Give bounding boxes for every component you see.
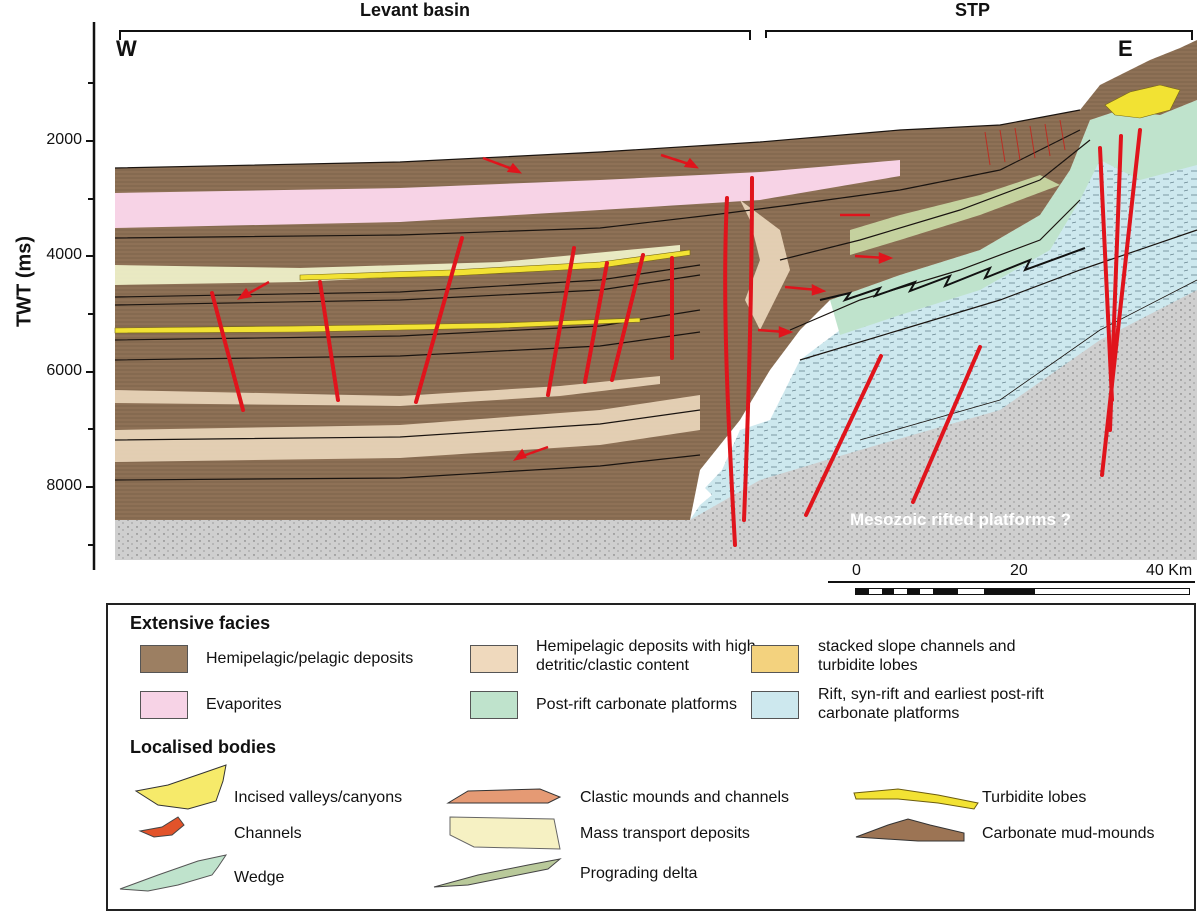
y-tick-8000: 8000 xyxy=(46,477,82,494)
swatch-detritic xyxy=(470,645,518,673)
scale-label-20: 20 xyxy=(1010,562,1028,579)
legend-wedge: Wedge xyxy=(234,869,285,886)
legend-mass-transport: Mass transport deposits xyxy=(580,825,750,842)
legend-detritic-line2: detritic/clastic content xyxy=(536,657,689,674)
glyph-clastic-mounds xyxy=(446,788,562,804)
legend: Extensive facies Hemipelagic/pelagic dep… xyxy=(106,603,1196,911)
legend-turbidite-lobes: Turbidite lobes xyxy=(982,789,1087,806)
legend-hemipelagic: Hemipelagic/pelagic deposits xyxy=(206,650,414,667)
glyph-wedge xyxy=(119,854,228,892)
scale-label-40: 40 Km xyxy=(1146,562,1193,579)
seismic-cross-section xyxy=(86,22,1198,570)
compass-east: E xyxy=(1118,36,1133,61)
legend-detritic: Hemipelagic deposits with high detritic/… xyxy=(536,637,756,675)
scale-bar xyxy=(855,588,1190,595)
legend-slope-channels: stacked slope channels and turbidite lob… xyxy=(818,637,1015,675)
glyph-turbidite-lobes xyxy=(853,788,979,810)
y-tick-4000: 4000 xyxy=(46,246,82,263)
swatch-hemipelagic xyxy=(140,645,188,673)
scale-line xyxy=(828,581,1195,583)
carbonate-front xyxy=(819,247,1086,302)
movement-arrows xyxy=(237,153,894,461)
legend-rift-line1: Rift, syn-rift and earliest post-rift xyxy=(818,686,1044,703)
header-levant-basin: Levant basin xyxy=(360,0,471,20)
legend-prograding-delta: Prograding delta xyxy=(580,865,698,882)
localised-glyphs xyxy=(119,764,979,892)
swatch-evaporites xyxy=(140,691,188,719)
legend-evaporites: Evaporites xyxy=(206,696,282,713)
legend-extensive-title: Extensive facies xyxy=(130,613,271,633)
glyph-carbonate-mud-mounds xyxy=(855,818,965,842)
legend-detritic-line1: Hemipelagic deposits with high xyxy=(536,638,756,655)
header-brackets xyxy=(119,30,1193,40)
compass-west: W xyxy=(116,36,137,61)
legend-localised-title: Localised bodies xyxy=(130,737,277,757)
legend-slope-line2: turbidite lobes xyxy=(818,657,918,674)
y-axis xyxy=(86,22,96,570)
turbidite-lobes xyxy=(114,84,1181,334)
swatch-rift xyxy=(751,691,799,719)
glyph-incised-valley xyxy=(134,764,227,810)
header-stp: STP xyxy=(955,0,991,20)
scale-label-0: 0 xyxy=(852,562,861,579)
minor-faults xyxy=(984,119,1066,166)
y-tick-6000: 6000 xyxy=(46,362,82,379)
horizons xyxy=(114,109,1198,481)
legend-rift-line2: carbonate platforms xyxy=(818,705,960,722)
glyph-prograding-delta xyxy=(433,858,562,888)
evaporite-unit xyxy=(115,160,900,228)
swatch-slope-channels xyxy=(751,645,799,673)
glyph-mass-transport xyxy=(449,816,561,850)
legend-slope-line1: stacked slope channels and xyxy=(818,638,1016,655)
legend-channels: Channels xyxy=(234,825,302,842)
annotation-mesozoic: Mesozoic rifted platforms ? xyxy=(850,510,1072,529)
faults xyxy=(210,128,1142,547)
legend-carbonate-mud-mounds: Carbonate mud-mounds xyxy=(982,825,1155,842)
legend-incised-valleys: Incised valleys/canyons xyxy=(234,789,403,806)
detritic-bands xyxy=(115,175,1060,462)
legend-post-rift: Post-rift carbonate platforms xyxy=(536,696,737,713)
post-rift-carbonate-unit xyxy=(830,100,1197,335)
swatch-post-rift xyxy=(470,691,518,719)
legend-clastic-mounds: Clastic mounds and channels xyxy=(580,789,790,806)
legend-rift: Rift, syn-rift and earliest post-rift ca… xyxy=(818,685,1044,723)
y-tick-2000: 2000 xyxy=(46,131,82,148)
glyph-channels xyxy=(138,816,185,838)
